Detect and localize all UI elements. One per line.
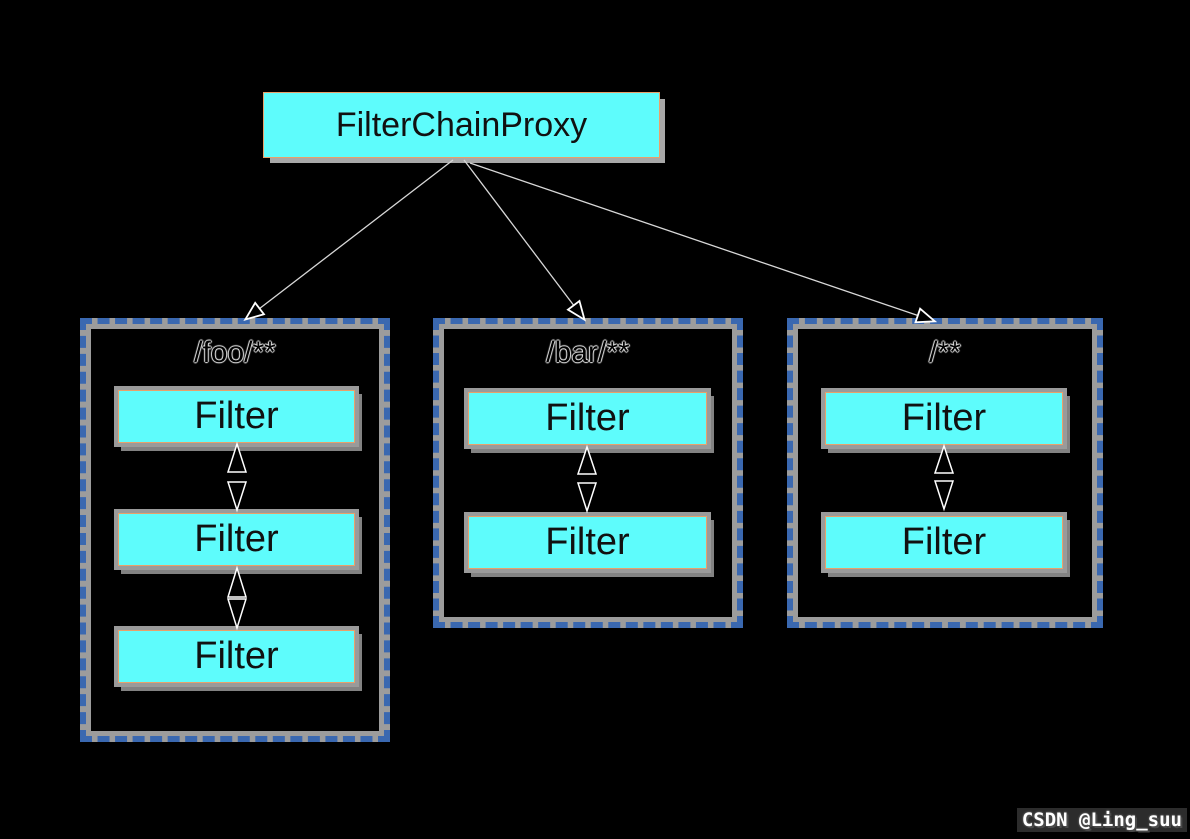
chain-1-pattern-label: /foo/** <box>194 336 276 369</box>
chain-2-filter-2[interactable]: Filter <box>468 516 707 569</box>
chain-3-pattern-label: /** <box>929 336 961 369</box>
chain-3-filter-2[interactable]: Filter <box>825 516 1063 569</box>
filter-chain-proxy-node[interactable]: FilterChainProxy <box>263 92 660 158</box>
chain-1-filter-2[interactable]: Filter <box>118 513 355 566</box>
chain-2-background <box>444 329 732 617</box>
chain-1-filter-3[interactable]: Filter <box>118 630 355 683</box>
filter-chain-proxy-label: FilterChainProxy <box>335 105 588 144</box>
connector-proxy-to-chain-1 <box>243 159 454 322</box>
connector-proxy-to-chain-2 <box>463 159 587 322</box>
watermark: CSDN @Ling_suu <box>1016 808 1187 832</box>
chain-3-filter-1[interactable]: Filter <box>825 392 1063 445</box>
filter-chain-2-container: /bar/** Filter Filter <box>433 318 743 628</box>
chain-1-filter-1[interactable]: Filter <box>118 390 355 443</box>
chain-2-filter-1[interactable]: Filter <box>468 392 707 445</box>
connector-proxy-to-chain-3 <box>469 162 938 324</box>
chain-2-pattern-label: /bar/** <box>546 336 630 369</box>
filter-chain-1-container: /foo/** Filter Filter Filter <box>80 318 390 742</box>
filter-chain-3-container: /** Filter Filter <box>787 318 1103 628</box>
chain-3-background <box>798 329 1092 617</box>
